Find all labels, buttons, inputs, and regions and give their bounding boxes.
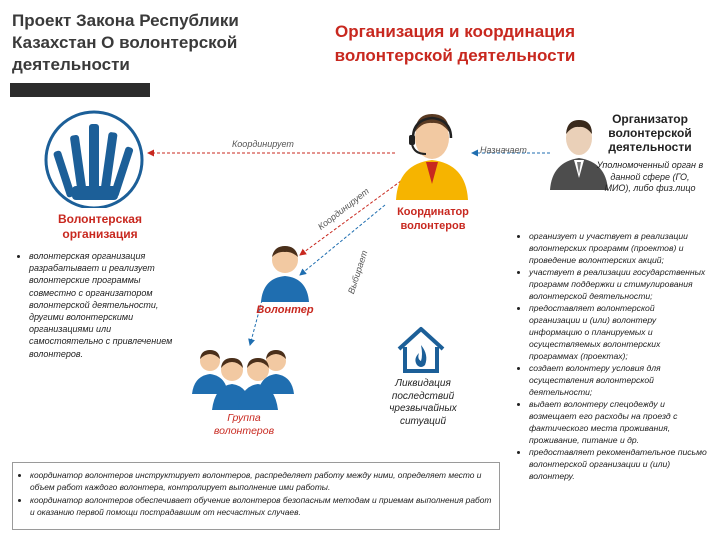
volunteer-organization-text: волонтерская организация разрабатывает и… [18,250,176,360]
organizer-duty-item: организует и участвует в реализации воло… [529,230,708,266]
emergency-label: Ликвидация последствий чрезвычайных ситу… [389,378,457,427]
organizer-title: Организатор волонтерской деятельности [608,112,692,154]
coordinates-diag-arrow [299,177,406,256]
coordinator-duty-item: координатор волонтеров инструктирует вол… [30,469,493,494]
raised-hands-icon [44,110,144,208]
organizer-duty-item: выдает волонтеру спецодежду и возмещает … [529,398,708,446]
coordinator-duty-item: координатор волонтеров обеспечивает обуч… [30,494,493,519]
volunteer-organization-description: волонтерская организация разрабатывает и… [29,250,176,360]
volunteer-organization-title: Волонтерская организация [58,212,142,241]
organizer-duty-item: участвует в реализации государственных п… [529,266,708,302]
title-underline-bar [10,83,150,97]
organizer-person-icon [550,120,608,190]
volunteer-group-icon [192,350,294,410]
organization-title: Организация и координация волонтерской д… [334,22,576,65]
selects-arrow [299,204,386,276]
organizer-duty-item: предоставляет волонтерской организации и… [529,302,708,362]
assigns-label: Назначает [480,145,527,155]
volunteer-group-label: Группа волонтеров [213,412,275,437]
organizer-duty-item: предоставляет рекомендательное письмо во… [529,446,708,482]
volunteer-label: Волонтер [256,304,314,316]
coordinator-duties-box: координатор волонтеров инструктирует вол… [12,462,500,530]
coordinator-person-icon [396,114,468,200]
coordinator-title: Координатор волонтеров [397,206,469,232]
organizer-subtitle: Уполномоченный орган в данной сфере (ГО,… [596,160,704,193]
volunteer-group-arrow [248,299,263,346]
house-fire-icon [397,327,445,373]
organizer-duty-item: создает волонтеру условия для осуществле… [529,362,708,398]
project-title: Проект Закона Республики Казахстан О вол… [12,11,239,74]
organizer-duties-list: организует и участвует в реализации воло… [518,230,708,482]
volunteer-person-icon [261,246,309,302]
coordinates-label: Координирует [232,139,294,149]
